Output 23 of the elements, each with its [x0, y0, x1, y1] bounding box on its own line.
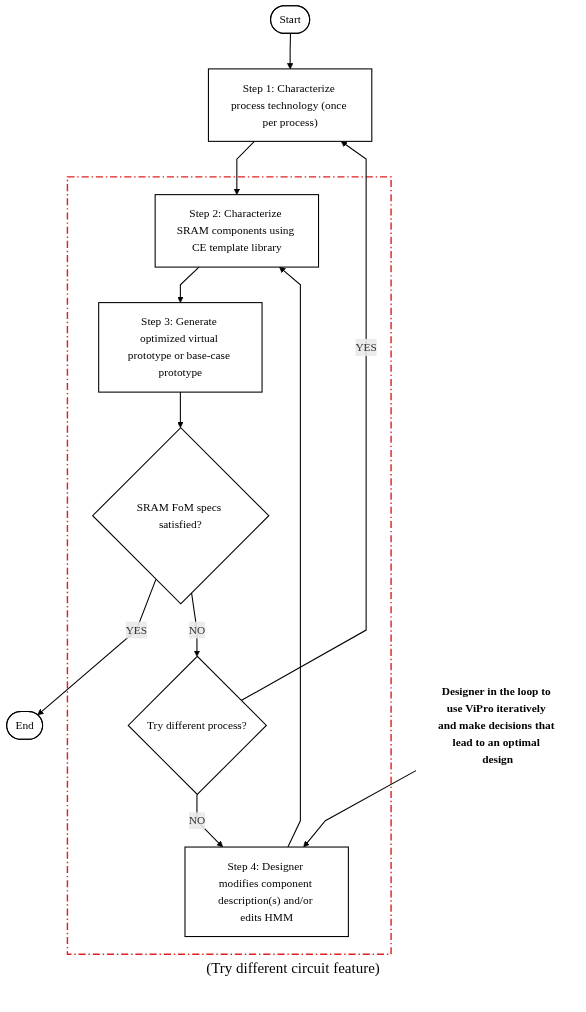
cluster [66, 176, 392, 955]
arrow [240, 141, 367, 702]
node-text: Designer in the loop to use ViPro iteratively and make decisions that lead to an optimal design [437, 684, 555, 766]
edge-label: NO [188, 623, 206, 636]
node-box: Step 4: Designer modifies component description(s) and/or edits HMM [184, 846, 349, 938]
node-diamond: Try different process? [127, 655, 268, 796]
edge-label: YES [125, 623, 148, 636]
arrow [287, 33, 294, 70]
node-box: Step 3: Generate optimized virtual prototype or base-case prototype [98, 302, 263, 393]
arrow [279, 266, 301, 848]
node-box: Step 2: Characterize SRAM components using CE template library [154, 194, 320, 268]
edge-label: YES [355, 340, 377, 354]
note-text: (Try different circuit feature) [205, 960, 381, 977]
arrow [177, 391, 184, 428]
edge-label: NO [188, 814, 206, 827]
arrow [303, 770, 417, 848]
arrow [177, 266, 200, 303]
arrow [37, 578, 157, 716]
arrow [191, 592, 201, 657]
node-box: Step 1: Characterize process technology (once per process) [207, 68, 373, 142]
arrow [196, 793, 224, 848]
arrow [233, 140, 255, 195]
node-diamond: SRAM FoM specs satisfied? [91, 426, 270, 605]
